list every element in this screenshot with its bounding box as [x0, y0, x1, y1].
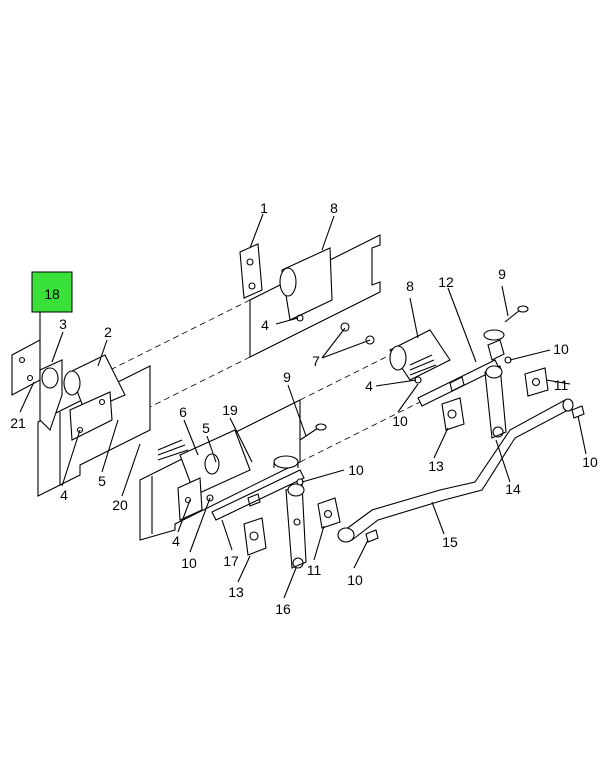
stabilizer-bar-part-15[interactable]	[337, 398, 574, 543]
shock-bracket-part-8-lower[interactable]	[389, 329, 451, 381]
highlight-callout-18[interactable]: 18	[31, 271, 73, 340]
callout-label[interactable]: 13	[428, 458, 444, 474]
mount-bracket-left[interactable]	[69, 391, 113, 441]
callout-labels: 1 8 3 2 4 7 21 4 5 20 6 5 19 9 10 4 10 1…	[10, 200, 598, 617]
callout-label[interactable]: 14	[505, 481, 521, 497]
bushing-part-3[interactable]	[39, 359, 63, 432]
arm-part-14[interactable]	[484, 365, 507, 439]
callout-label[interactable]: 11	[307, 562, 322, 578]
callout-label[interactable]: 19	[222, 402, 238, 418]
cotter-pin-part-9-rear[interactable]	[504, 305, 529, 323]
callout-label[interactable]: 12	[438, 274, 454, 290]
cotter-pin-part-9-front[interactable]	[299, 423, 327, 441]
shock-absorber-part-2[interactable]	[63, 354, 126, 413]
callout-label[interactable]: 5	[98, 473, 106, 489]
callout-label[interactable]: 4	[172, 533, 180, 549]
clamp-part-13-rear[interactable]	[441, 397, 465, 431]
callout-label[interactable]: 13	[228, 584, 244, 600]
shock-bracket-part-8-upper[interactable]	[279, 247, 333, 322]
frame-rail-left	[37, 365, 151, 497]
callout-label[interactable]: 20	[112, 497, 128, 513]
callout-label[interactable]: 4	[261, 317, 269, 333]
callout-label[interactable]: 10	[582, 454, 598, 470]
callout-label[interactable]: 9	[498, 266, 506, 282]
callout-label[interactable]: 1	[260, 200, 268, 216]
nut-top-rear[interactable]	[483, 329, 505, 361]
leader-lines	[19, 213, 587, 599]
callout-label[interactable]: 3	[59, 316, 67, 332]
callout-label[interactable]: 16	[275, 601, 291, 617]
mount-plate-part-21[interactable]	[11, 339, 41, 396]
clamp-part-13-front[interactable]	[243, 517, 267, 556]
callout-label[interactable]: 21	[10, 415, 26, 431]
callout-label[interactable]: 15	[442, 534, 458, 550]
bracket-part-1[interactable]	[239, 243, 263, 299]
callout-label[interactable]: 6	[179, 404, 187, 420]
callout-label[interactable]: 17	[223, 553, 239, 569]
nut-top-front[interactable]	[273, 455, 299, 469]
callout-label[interactable]: 8	[330, 200, 338, 216]
callout-label[interactable]: 7	[312, 353, 320, 369]
callout-label[interactable]: 10	[348, 462, 364, 478]
callout-label[interactable]: 5	[202, 420, 210, 436]
callout-label[interactable]: 4	[60, 487, 68, 503]
clamp-part-11-front[interactable]	[317, 497, 341, 529]
callout-label[interactable]: 10	[181, 555, 197, 571]
callout-label[interactable]: 9	[283, 369, 291, 385]
clamp-part-11-rear[interactable]	[524, 367, 549, 397]
callout-label[interactable]: 11	[554, 377, 569, 393]
callout-label[interactable]: 4	[365, 378, 373, 394]
callout-label[interactable]: 10	[553, 341, 569, 357]
callout-label[interactable]: 2	[104, 324, 112, 340]
mount-bracket-part-4-lower[interactable]	[177, 477, 203, 521]
arm-part-16[interactable]	[285, 483, 307, 569]
callout-label[interactable]: 10	[392, 413, 408, 429]
callout-label[interactable]: 8	[406, 278, 414, 294]
callout-label[interactable]: 10	[347, 572, 363, 588]
callout-label: 18	[44, 286, 60, 302]
torsion-rod-front[interactable]	[211, 469, 305, 521]
